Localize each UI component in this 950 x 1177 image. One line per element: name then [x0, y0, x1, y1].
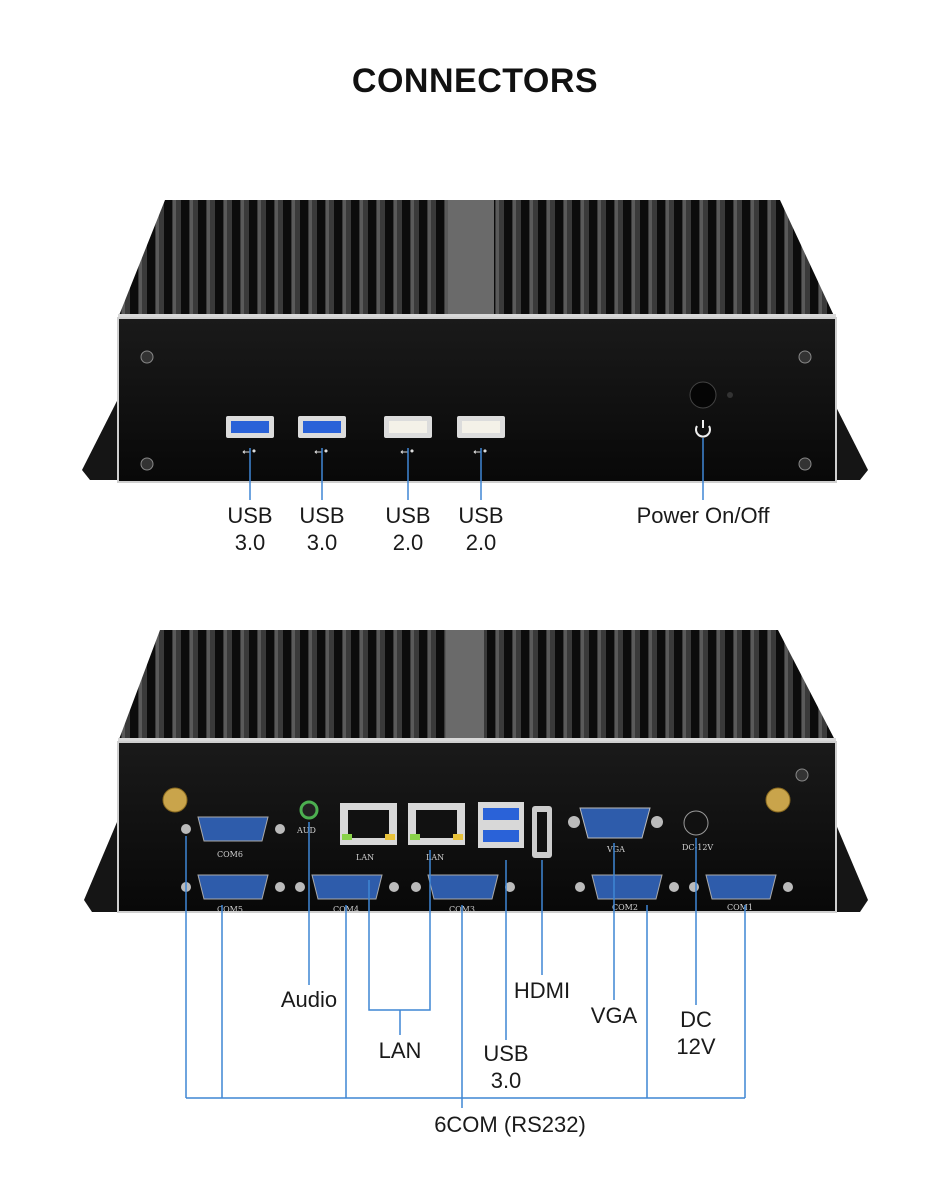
power-icon	[695, 420, 711, 438]
panel-label-vga: VGA	[606, 845, 625, 854]
front-leader-lines	[249, 438, 704, 500]
front-device: ⭠•⭠• ⭠•⭠•	[82, 200, 868, 483]
com6-port	[197, 816, 269, 842]
vga-port	[579, 807, 651, 839]
rear-device: COM6 COM5 AUD LAN LAN COM4 COM3 VGA DC-1…	[84, 630, 868, 914]
panel-label-com1: COM1	[727, 903, 753, 912]
label-power: Power On/Off	[636, 503, 770, 528]
label-6com: 6COM (RS232)	[434, 1112, 586, 1137]
label-lan: LAN	[378, 1038, 422, 1063]
com3-port	[427, 874, 499, 900]
panel-label-com2: COM2	[612, 903, 638, 912]
com5-port	[197, 874, 269, 900]
rear-leader-lines	[185, 822, 746, 1108]
panel-label-dc: DC-12V	[682, 843, 713, 852]
panel-label-com6: COM6	[217, 850, 243, 859]
label-vga: VGA	[590, 1003, 638, 1028]
dc-jack	[683, 810, 709, 836]
com4-port	[311, 874, 383, 900]
page-title: CONNECTORS	[351, 62, 599, 100]
panel-label-lan1: LAN	[356, 853, 374, 862]
panel-label-com5: COM5	[217, 905, 243, 914]
com2-port	[591, 874, 663, 900]
label-audio: Audio	[280, 987, 338, 1012]
power-button	[689, 381, 717, 409]
panel-label-aud: AUD	[296, 826, 316, 835]
com1-port	[705, 874, 777, 900]
panel-label-lan2: LAN	[426, 853, 444, 862]
audio-jack	[299, 800, 319, 820]
label-hdmi: HDMI	[513, 978, 571, 1003]
